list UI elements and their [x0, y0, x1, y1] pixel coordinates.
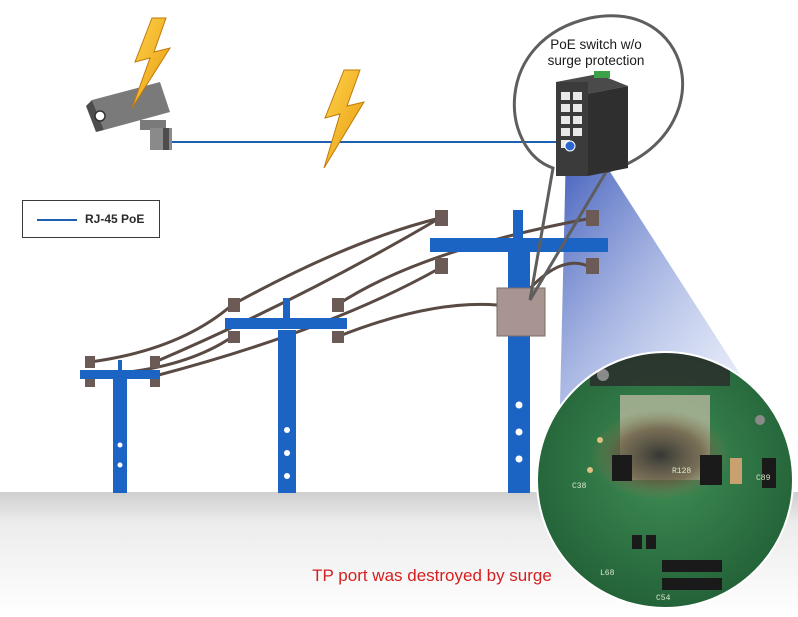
surge-beam — [560, 150, 760, 405]
pcb-label: C89 — [756, 474, 771, 483]
caption: TP port was destroyed by surge — [312, 566, 552, 585]
legend: RJ-45 PoE — [22, 200, 160, 238]
pcb-label: C54 — [656, 594, 671, 603]
pcb-label: L68 — [600, 569, 615, 578]
utility-pole-icon — [80, 356, 160, 493]
lightning-bolt-icon — [323, 69, 366, 169]
junction-box-icon — [496, 287, 546, 337]
legend-label: RJ-45 PoE — [85, 212, 145, 226]
pcb-closeup-border — [536, 351, 794, 609]
utility-pole-icon — [430, 210, 608, 493]
callout-title: PoE switch w/o surge protection — [516, 37, 676, 69]
callout-bubble — [512, 14, 685, 301]
legend-line-swatch — [37, 219, 77, 221]
ip-camera-icon — [86, 82, 172, 150]
pcb-label: C38 — [572, 482, 587, 491]
callout-title-line1: PoE switch w/o — [550, 37, 642, 52]
poe-switch-icon — [556, 71, 628, 176]
utility-pole-icon — [225, 298, 347, 493]
lightning-bolt-icon — [131, 17, 172, 109]
pcb-closeup: R128 C38 C89 C54 L68 — [537, 352, 793, 608]
callout-title-line2: surge protection — [547, 53, 645, 68]
pcb-label: R128 — [672, 467, 691, 476]
